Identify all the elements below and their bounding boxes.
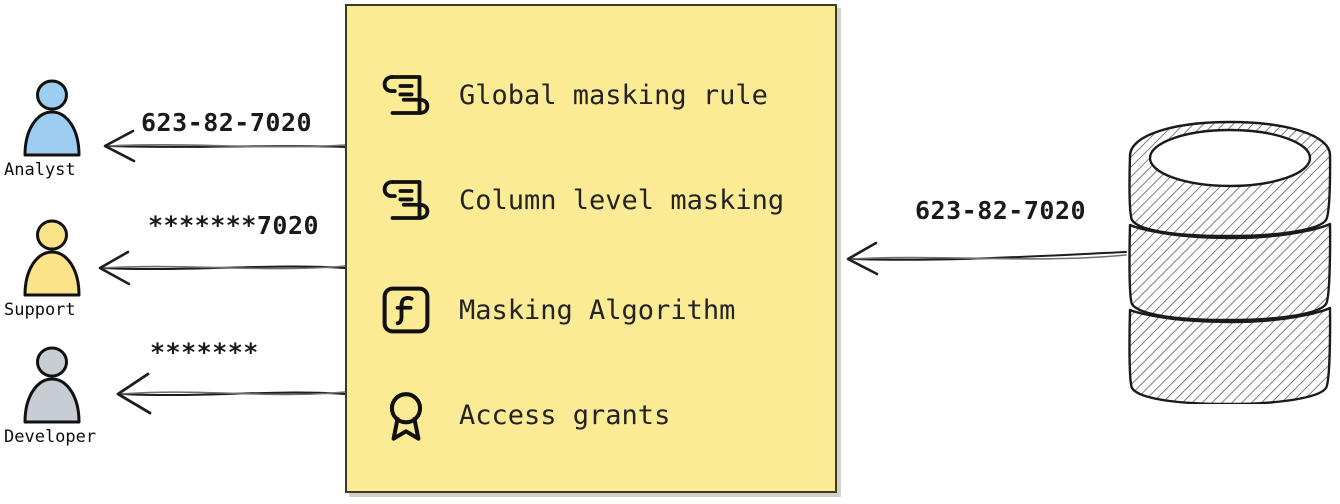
flow-label-source: 623-82-7020 bbox=[915, 196, 1087, 225]
panel-item-access-grants[interactable]: Access grants bbox=[379, 388, 670, 442]
scroll-icon bbox=[382, 75, 430, 115]
actor-label: Support bbox=[4, 300, 76, 320]
award-icon bbox=[389, 392, 423, 441]
panel-item-masking-algorithm[interactable]: Masking Algorithm bbox=[379, 283, 735, 337]
flow-label-analyst: 623-82-7020 bbox=[141, 108, 313, 137]
arrow-source bbox=[846, 241, 1127, 276]
actor-label: Developer bbox=[4, 427, 97, 447]
panel-item-label: Column level masking bbox=[459, 184, 785, 216]
flow-label-support: *******7020 bbox=[148, 211, 320, 240]
actor-label: Analyst bbox=[4, 160, 76, 180]
database-icon bbox=[1128, 120, 1332, 404]
panel-item-label: Masking Algorithm bbox=[459, 294, 736, 326]
panel-item-label: Global masking rule bbox=[459, 79, 768, 111]
scroll-icon bbox=[382, 180, 430, 220]
panel-item-label: Access grants bbox=[459, 399, 671, 431]
arrow-developer bbox=[116, 372, 346, 415]
arrow-analyst bbox=[103, 129, 346, 163]
panel-item-global-masking-rule[interactable]: Global masking rule bbox=[379, 68, 768, 122]
person-icon bbox=[23, 79, 81, 157]
arrow-support bbox=[98, 250, 346, 286]
panel-item-column-level-masking[interactable]: Column level masking bbox=[379, 173, 784, 227]
flow-label-developer: ******* bbox=[150, 338, 259, 367]
person-icon bbox=[23, 346, 81, 424]
person-icon bbox=[23, 219, 81, 297]
function-icon bbox=[382, 286, 430, 334]
masking-policy-panel: Global masking rule Column level masking… bbox=[345, 4, 837, 493]
